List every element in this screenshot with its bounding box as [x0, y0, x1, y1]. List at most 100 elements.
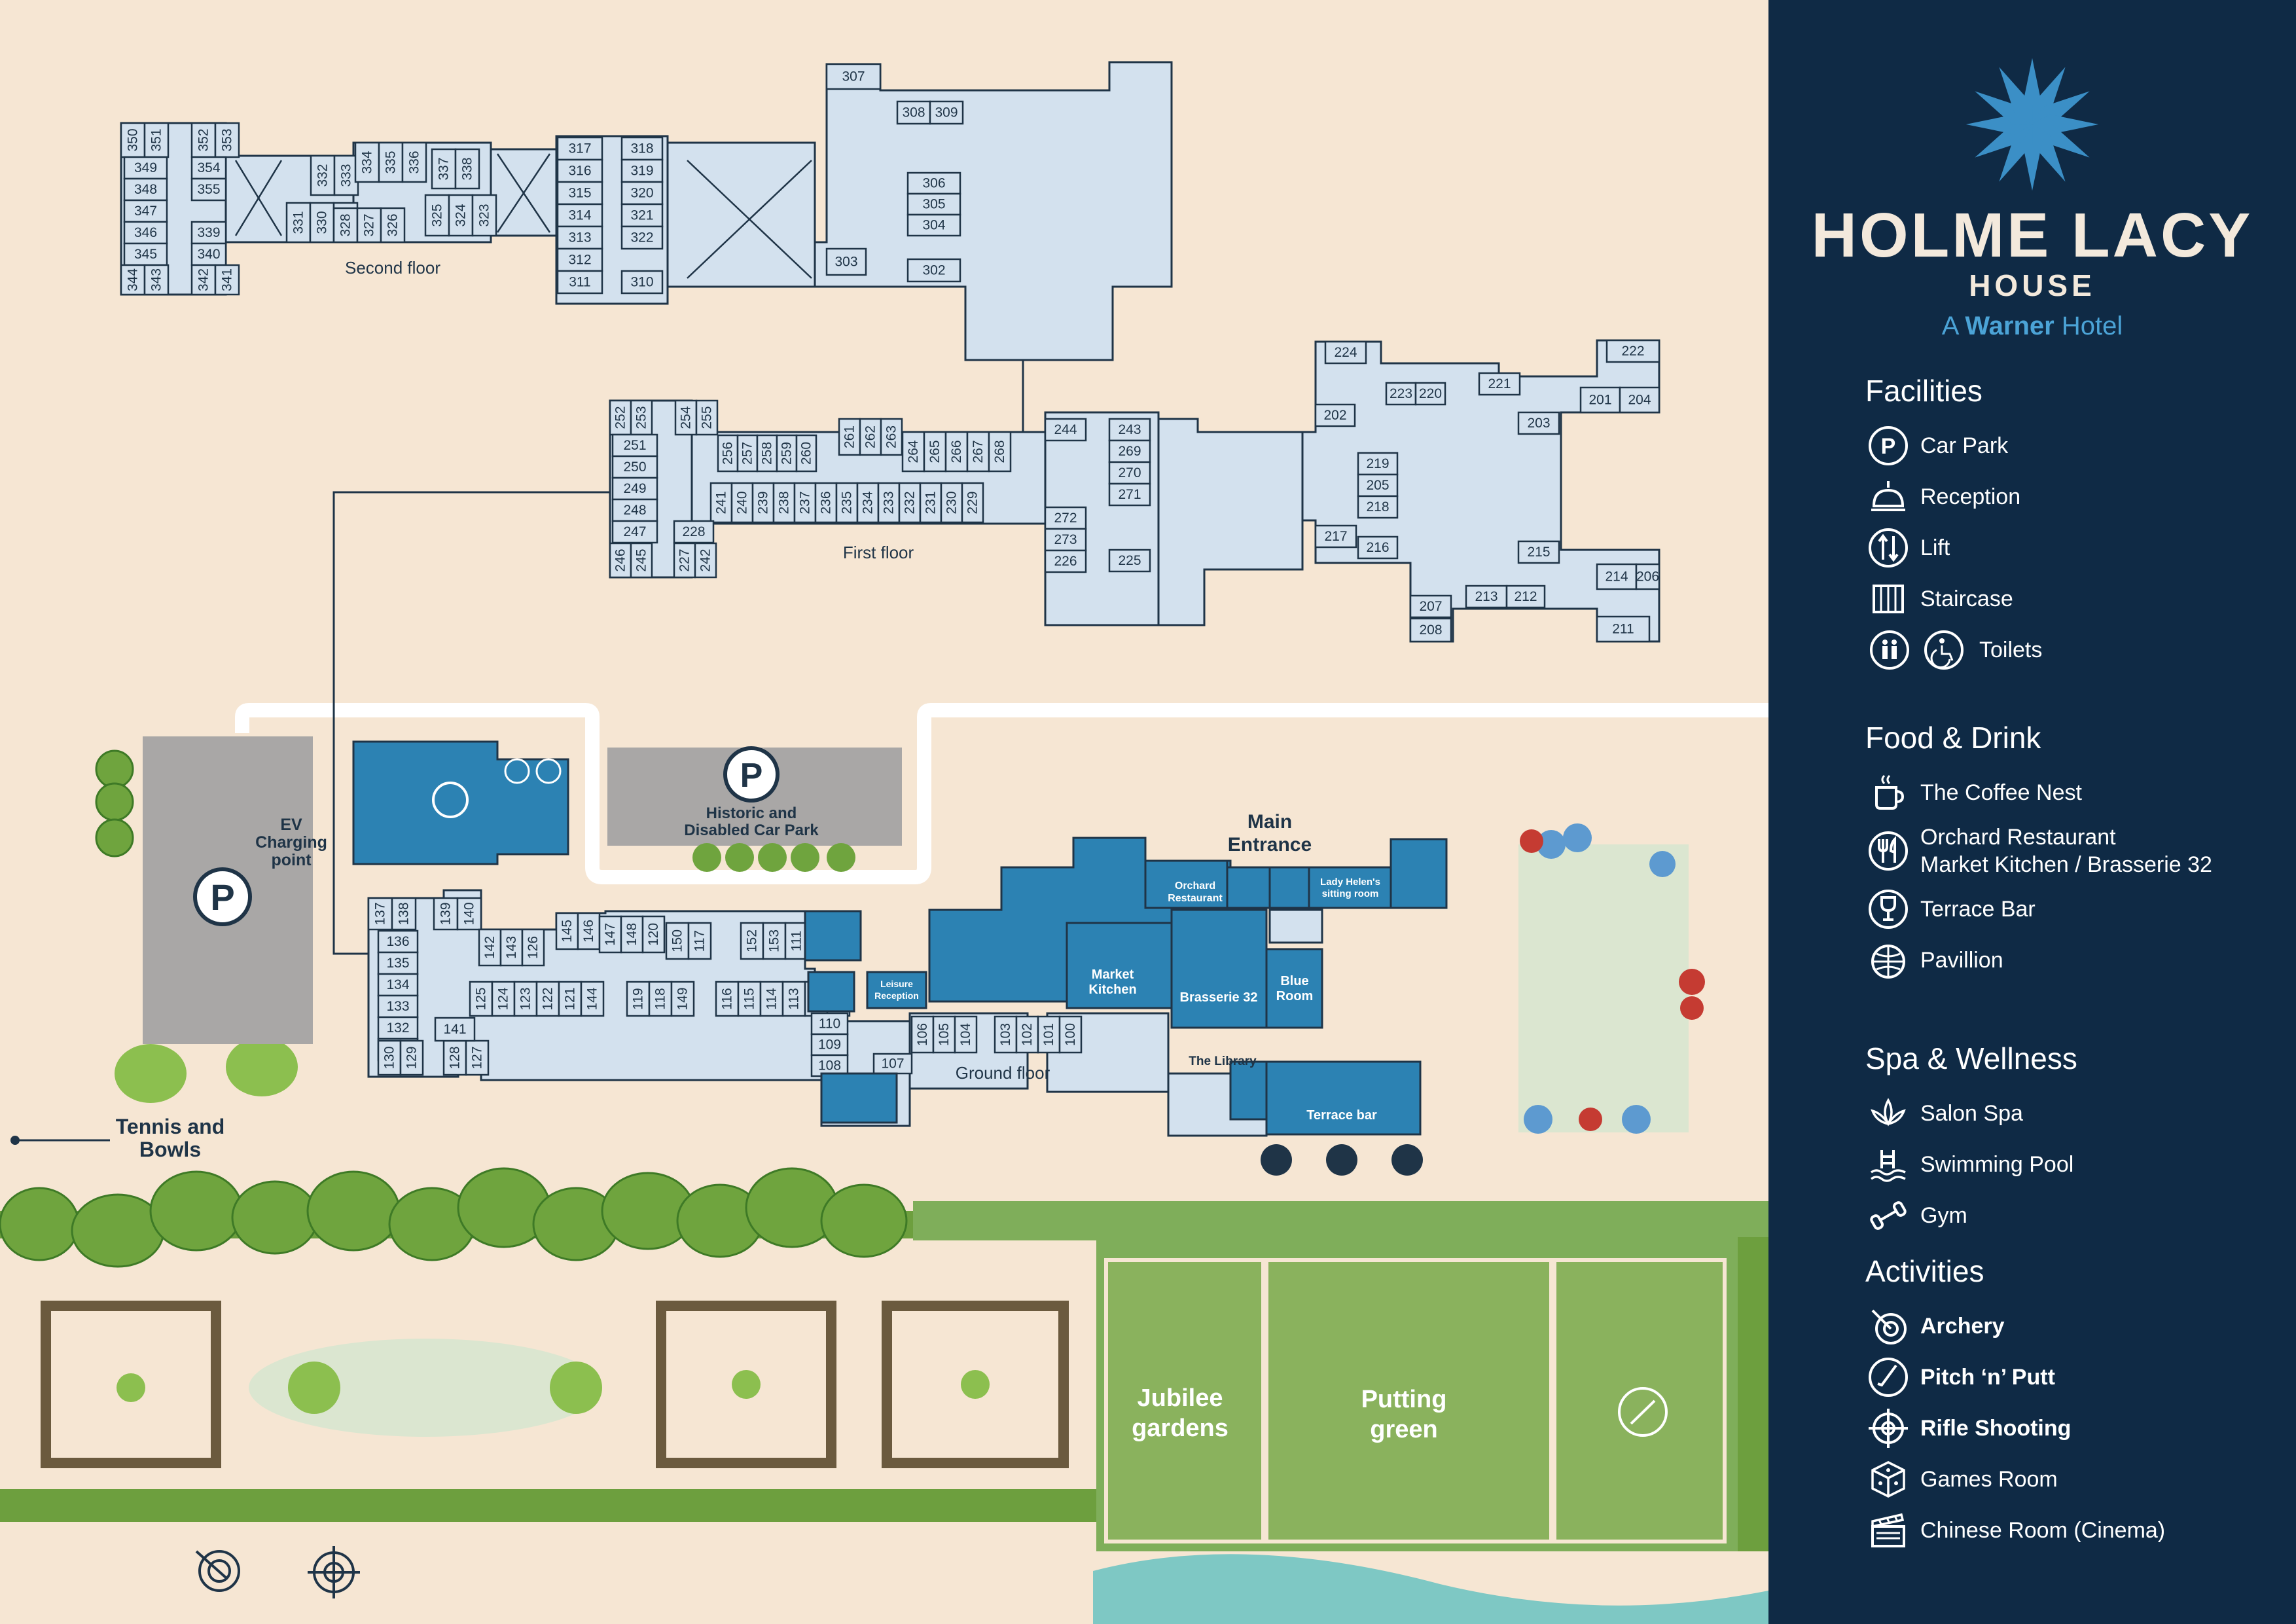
- room-number: 115: [742, 988, 757, 1009]
- ev-label-line2: Charging: [255, 833, 327, 852]
- room-number: 234: [861, 491, 876, 514]
- gym-room: [820, 1072, 898, 1124]
- room-number: 311: [569, 275, 590, 290]
- room-number: 327: [362, 213, 377, 236]
- room-320: 320: [620, 181, 664, 206]
- room-346: 346: [123, 221, 168, 245]
- room-315: 315: [556, 181, 603, 206]
- room-number: 211: [1612, 622, 1634, 637]
- room-number: 114: [764, 988, 780, 1010]
- room-number: 242: [698, 549, 713, 571]
- room-247: 247: [611, 520, 658, 544]
- brand-house: HOUSE: [1969, 268, 2096, 302]
- ground-floor-label: Ground floor: [956, 1063, 1050, 1083]
- room-330: 330: [309, 202, 335, 244]
- room-314: 314: [556, 203, 603, 228]
- room-number: 121: [563, 987, 578, 1010]
- room-246: 246: [609, 542, 632, 579]
- room-147: 147: [598, 915, 622, 954]
- room-354: 354: [190, 156, 227, 180]
- room-number: 228: [682, 524, 705, 539]
- room-number: 217: [1324, 529, 1347, 544]
- ev-label-line1: EV: [280, 816, 302, 834]
- legend-spa-wellness: Spa & Wellness Salon Spa Swimming Pool G…: [1865, 1041, 2284, 1241]
- room-339: 339: [190, 221, 227, 245]
- room-number: 221: [1488, 376, 1511, 391]
- room-326: 326: [380, 207, 406, 244]
- lift-lobby-room: [1226, 866, 1271, 909]
- room-145: 145: [555, 912, 579, 950]
- orchard-label-line2: Restaurant: [1168, 893, 1223, 904]
- room-number: 213: [1475, 589, 1498, 604]
- room-235: 235: [835, 482, 859, 524]
- room-number: 262: [863, 425, 878, 448]
- room-number: 346: [134, 225, 157, 240]
- room-239: 239: [751, 482, 775, 524]
- room-number: 220: [1419, 386, 1442, 401]
- room-307: 307: [825, 63, 882, 90]
- lift-icon: [1865, 525, 1911, 571]
- room-number: 124: [496, 987, 511, 1010]
- room-128: 128: [442, 1039, 467, 1076]
- room-143: 143: [499, 928, 524, 967]
- room-103: 103: [994, 1015, 1018, 1054]
- room-331: 331: [285, 202, 312, 244]
- room-number: 258: [760, 442, 775, 465]
- room-333: 333: [333, 154, 359, 196]
- archery-target-icon: [195, 1550, 240, 1592]
- room-number: 334: [360, 151, 375, 173]
- room-number: 321: [630, 208, 653, 223]
- room-number: 139: [439, 902, 454, 925]
- room-number: 149: [675, 987, 691, 1010]
- room-number: 232: [903, 491, 918, 514]
- tennis-label-line1: Tennis and: [116, 1115, 225, 1138]
- room-number: 230: [944, 491, 960, 514]
- room-352: 352: [190, 122, 217, 158]
- room-261: 261: [838, 418, 861, 456]
- lady-helens-label-line2: sitting room: [1322, 888, 1379, 899]
- room-number: 243: [1118, 422, 1141, 437]
- room-number: 310: [630, 275, 653, 290]
- room-number: 147: [603, 923, 618, 946]
- room-304: 304: [906, 213, 961, 237]
- legend-item-gym: Gym: [1865, 1190, 2284, 1241]
- room-152: 152: [740, 922, 764, 960]
- room-number: 317: [568, 141, 591, 156]
- room-number: 137: [373, 902, 388, 925]
- room-number: 322: [630, 230, 653, 245]
- room-number: 250: [623, 460, 646, 475]
- room-302: 302: [906, 258, 961, 283]
- room-355: 355: [190, 177, 227, 202]
- terrace-bar-room: [1265, 1060, 1422, 1136]
- room-number: 249: [623, 481, 646, 496]
- room-264: 264: [901, 431, 925, 473]
- room-206: 206: [1635, 563, 1660, 590]
- room-number: 202: [1323, 408, 1346, 423]
- room-number: 343: [149, 268, 164, 291]
- orchard-label-line1: Orchard: [1175, 880, 1215, 892]
- room-269: 269: [1108, 439, 1151, 463]
- room-148: 148: [620, 915, 644, 954]
- room-115: 115: [737, 981, 762, 1017]
- room-319: 319: [620, 158, 664, 183]
- brasserie-32-room: [1170, 909, 1268, 1029]
- room-129: 129: [399, 1039, 424, 1076]
- cutlery-icon: [1865, 828, 1911, 874]
- room-number: 261: [842, 425, 857, 448]
- room-number: 355: [197, 182, 220, 197]
- room-141: 141: [434, 1017, 476, 1042]
- leisure-reception-room: [866, 971, 927, 1009]
- room-123: 123: [513, 981, 538, 1017]
- room-342: 342: [190, 264, 217, 296]
- room-number: 128: [448, 1046, 463, 1069]
- room-135: 135: [377, 951, 419, 975]
- room-229: 229: [961, 482, 984, 524]
- room-number: 337: [437, 157, 452, 180]
- room-220: 220: [1414, 382, 1446, 406]
- room-306: 306: [906, 171, 961, 195]
- room-222: 222: [1605, 339, 1660, 363]
- room-114: 114: [759, 981, 784, 1017]
- room-number: 130: [382, 1046, 397, 1069]
- car-park-glyph: P: [210, 876, 234, 918]
